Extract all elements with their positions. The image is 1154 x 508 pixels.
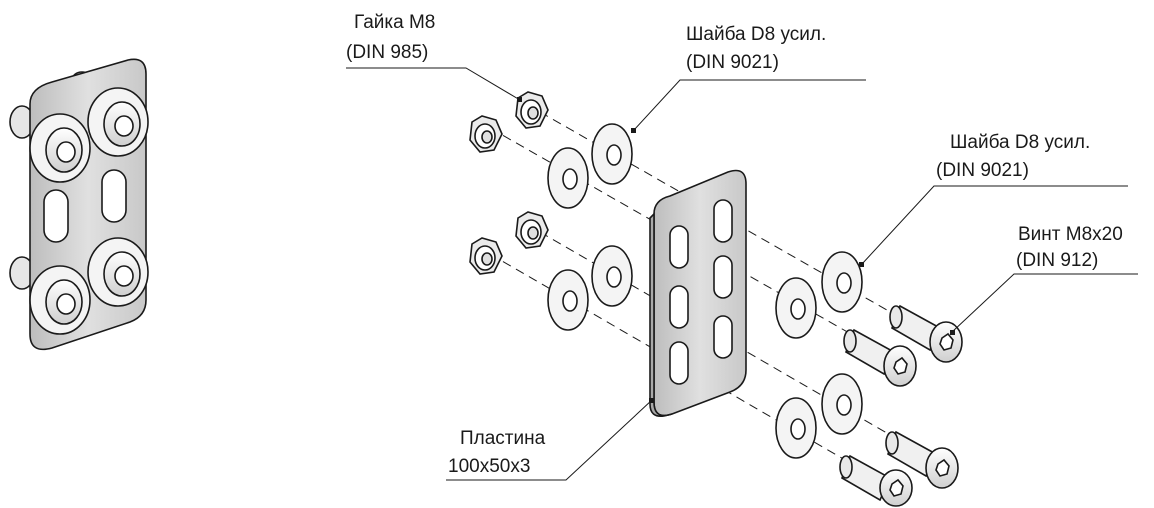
callout-screw-line2: (DIN 912) <box>1016 250 1098 271</box>
plate-slot <box>713 315 733 359</box>
washer <box>591 123 633 185</box>
washer <box>547 147 589 209</box>
plate-slot <box>713 255 733 299</box>
callout-washer-top: Шайба D8 усил. (DIN 9021) <box>631 24 866 133</box>
callout-washer-top-line2: (DIN 9021) <box>686 52 779 73</box>
washer <box>821 373 863 435</box>
screw <box>885 430 959 489</box>
plate-slot <box>713 199 733 243</box>
plate-slot <box>669 341 689 385</box>
callout-washer-right-line1: Шайба D8 усил. <box>950 132 1090 153</box>
callout-plate: Пластина 100х50х3 <box>446 398 654 481</box>
callout-washer-right-line2: (DIN 9021) <box>936 160 1029 181</box>
callout-screw: Винт М8х20 (DIN 912) <box>950 224 1138 335</box>
plate <box>649 169 747 418</box>
washer <box>591 245 633 307</box>
screw <box>843 328 917 387</box>
nut <box>469 237 503 275</box>
screw <box>889 304 963 363</box>
assembled-bolt-head <box>87 237 149 307</box>
nut <box>469 115 503 153</box>
assembled-slot <box>101 169 127 223</box>
nut <box>515 211 549 249</box>
washer <box>821 251 863 313</box>
assembled-slot <box>43 189 69 243</box>
plate-slot <box>669 285 689 329</box>
callout-washer-top-line1: Шайба D8 усил. <box>686 24 826 45</box>
callout-nut: Гайка М8 (DIN 985) <box>346 12 522 102</box>
washer <box>775 397 817 459</box>
screw <box>839 454 913 507</box>
assembled-bolt-head <box>87 87 149 157</box>
nut <box>515 91 549 129</box>
callout-nut-line1: Гайка М8 <box>354 12 435 33</box>
callout-plate-line2: 100х50х3 <box>448 456 530 477</box>
callout-plate-line1: Пластина <box>460 428 546 449</box>
assembled-view <box>9 58 149 351</box>
callout-screw-line1: Винт М8х20 <box>1018 224 1123 245</box>
assembled-bolt-head <box>29 113 91 183</box>
washer <box>775 277 817 339</box>
washer <box>547 269 589 331</box>
callout-washer-right: Шайба D8 усил. (DIN 9021) <box>859 132 1128 267</box>
assembled-bolt-head <box>29 265 91 335</box>
plate-slot <box>669 225 689 269</box>
callout-nut-line2: (DIN 985) <box>346 42 428 63</box>
